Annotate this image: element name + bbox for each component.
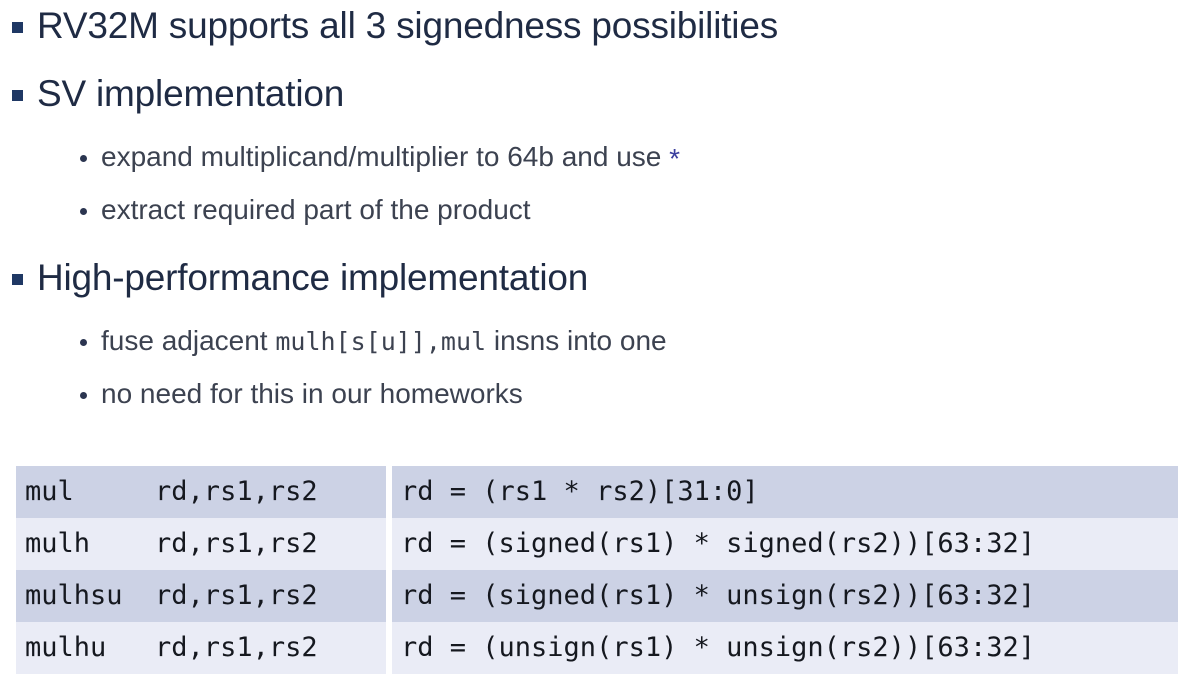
table-row: mulh rd,rs1,rs2 rd = (signed(rs1) * sign… <box>16 518 1178 570</box>
round-bullet-icon <box>80 208 87 215</box>
bullet-text-before: expand multiplicand/multiplier to 64b an… <box>101 141 670 172</box>
square-bullet-icon <box>12 90 23 101</box>
bullet-text: no need for this in our homeworks <box>101 378 523 409</box>
isa-table-body: mul rd,rs1,rs2 rd = (rs1 * rs2)[31:0] mu… <box>16 466 1178 674</box>
inline-code: mulh[s[u]],mul <box>275 327 487 356</box>
bullet-text: SV implementation <box>37 73 345 114</box>
column-gap <box>386 518 392 570</box>
table-row: mulhu rd,rs1,rs2 rd = (unsign(rs1) * uns… <box>16 622 1178 674</box>
bullet-level2-item: extract required part of the product <box>0 193 1194 246</box>
table-row: mul rd,rs1,rs2 rd = (rs1 * rs2)[31:0] <box>16 466 1178 518</box>
bullet-level1-item: SV implementation <box>0 72 1194 140</box>
semantics-cell: rd = (unsign(rs1) * unsign(rs2))[63:32] <box>392 622 1178 674</box>
square-bullet-icon <box>12 22 23 33</box>
bullet-text-after: insns into one <box>486 325 667 356</box>
bullet-text-before: fuse adjacent <box>101 325 276 356</box>
bullet-text: expand multiplicand/multiplier to 64b an… <box>101 140 680 174</box>
bullet-level2-item: no need for this in our homeworks <box>0 377 1194 430</box>
bullet-level2-item: fuse adjacent mulh[s[u]],mul insns into … <box>0 324 1194 377</box>
bullet-list: RV32M supports all 3 signedness possibil… <box>0 4 1194 430</box>
bullet-level1-item: RV32M supports all 3 signedness possibil… <box>0 4 1194 72</box>
column-gap <box>386 622 392 674</box>
bullet-level1-item: High-performance implementation <box>0 256 1194 324</box>
bullet-level2-item: expand multiplicand/multiplier to 64b an… <box>0 140 1194 193</box>
instruction-cell: mulhsu rd,rs1,rs2 <box>16 570 386 622</box>
column-gap <box>386 570 392 622</box>
instruction-cell: mulhu rd,rs1,rs2 <box>16 622 386 674</box>
column-gap <box>386 466 392 518</box>
bullet-text: RV32M supports all 3 signedness possibil… <box>37 5 778 46</box>
bullet-text: extract required part of the product <box>101 194 531 225</box>
round-bullet-icon <box>80 339 87 346</box>
bullet-text: High-performance implementation <box>37 257 589 298</box>
round-bullet-icon <box>80 155 87 162</box>
bullet-text: fuse adjacent mulh[s[u]],mul insns into … <box>101 324 667 359</box>
square-bullet-icon <box>12 274 23 285</box>
semantics-cell: rd = (signed(rs1) * signed(rs2))[63:32] <box>392 518 1178 570</box>
instruction-cell: mulh rd,rs1,rs2 <box>16 518 386 570</box>
instruction-cell: mul rd,rs1,rs2 <box>16 466 386 518</box>
round-bullet-icon <box>80 392 87 399</box>
semantics-cell: rd = (rs1 * rs2)[31:0] <box>392 466 1178 518</box>
semantics-cell: rd = (signed(rs1) * unsign(rs2))[63:32] <box>392 570 1178 622</box>
table-row: mulhsu rd,rs1,rs2 rd = (signed(rs1) * un… <box>16 570 1178 622</box>
footnote-asterisk: * <box>669 143 681 174</box>
isa-instruction-table: mul rd,rs1,rs2 rd = (rs1 * rs2)[31:0] mu… <box>16 466 1178 674</box>
